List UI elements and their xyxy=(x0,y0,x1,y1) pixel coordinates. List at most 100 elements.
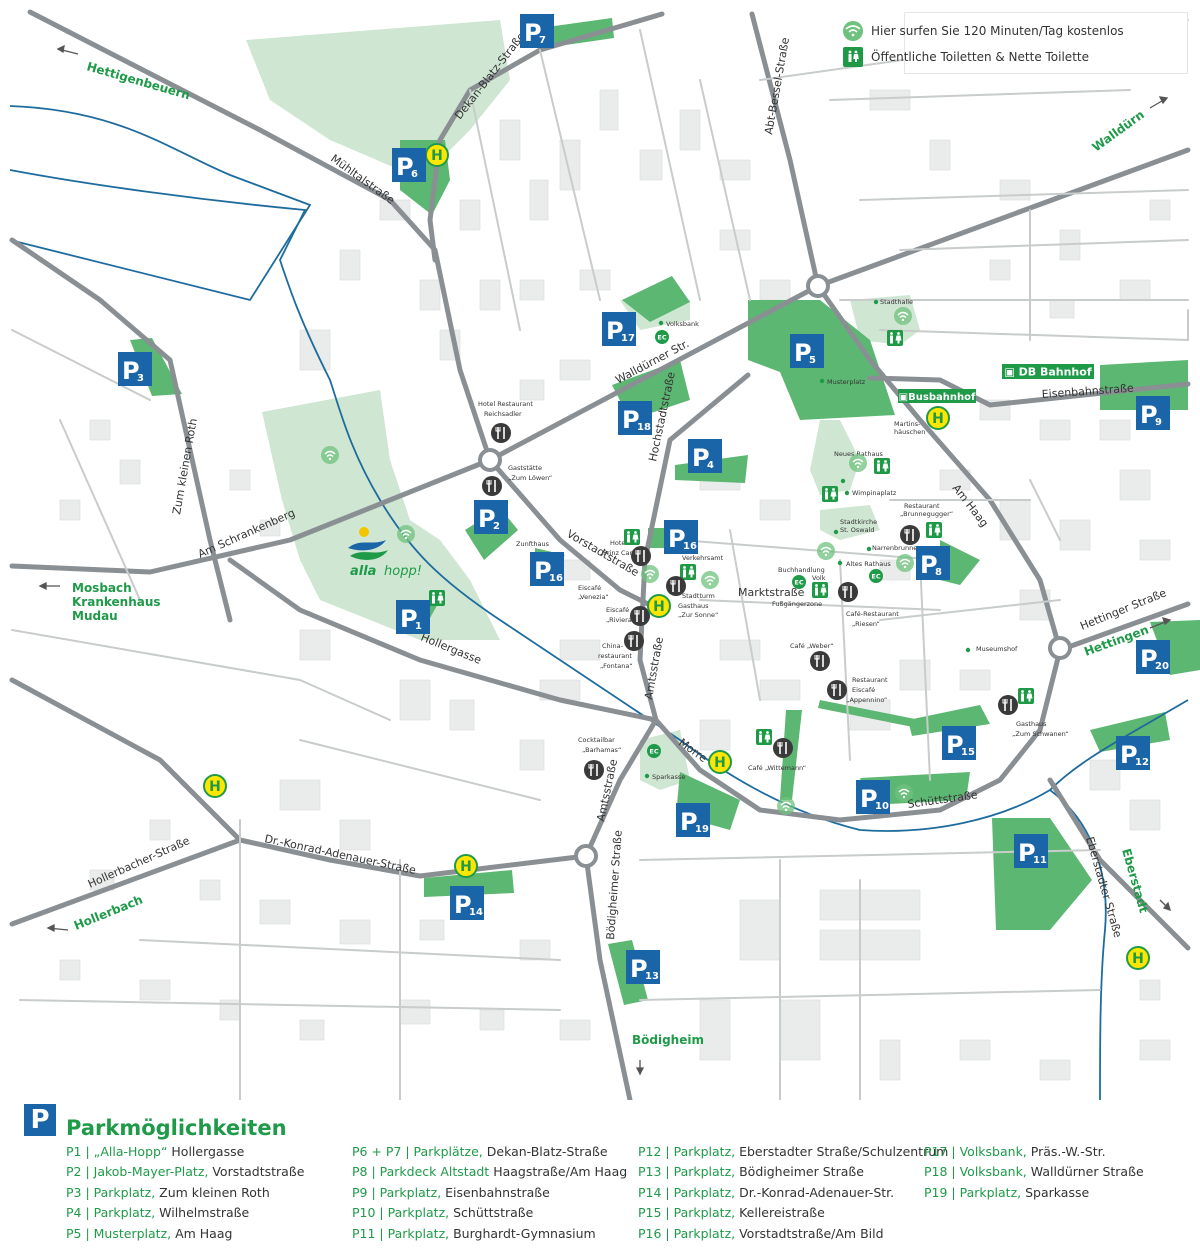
db-bahnhof-sign[interactable]: ▣ DB Bahnhof xyxy=(1002,364,1094,379)
busbahnhof-sign[interactable]: ▣Busbahnhof xyxy=(898,389,976,403)
parking-legend-entry-name: P18 | Volksbank, xyxy=(924,1164,1027,1180)
direction-label-mosbach: Mosbach xyxy=(72,581,132,595)
wifi-icon xyxy=(817,542,835,560)
place-label-stadtturm: Stadtturm xyxy=(682,592,715,600)
ec-icon: EC xyxy=(655,330,669,344)
svg-text:P: P xyxy=(122,357,140,385)
parking-legend-entry-location: Wilhelmstraße xyxy=(155,1205,250,1221)
svg-text:P: P xyxy=(668,525,686,553)
place-label-venezia: Eiscafé xyxy=(578,584,601,592)
parking-legend-entry: P2 | Jakob-Mayer-Platz, Vorstadtstraße xyxy=(66,1162,304,1182)
place-label-volksbank: Volksbank xyxy=(666,320,699,328)
place-label-loewen2: „Zum Löwen“ xyxy=(508,474,552,482)
parking-badge-p11[interactable]: P11 xyxy=(1014,834,1048,868)
svg-text:P: P xyxy=(920,551,938,579)
restaurant-icon xyxy=(624,631,644,651)
city-map[interactable]: Dekan-Blatz-StraßeMühltalstraßeAbt-Besse… xyxy=(0,0,1200,1100)
parking-badge-p18[interactable]: P18 xyxy=(618,401,652,435)
parking-legend-entry: P14 | Parkplatz, Dr.-Konrad-Adenauer-Str… xyxy=(638,1183,948,1203)
bus-stop-icon[interactable]: H xyxy=(1126,946,1150,970)
bus-stop-icon[interactable]: H xyxy=(425,143,449,167)
parking-badge-p1[interactable]: P1 xyxy=(396,600,430,634)
parking-legend-entry-name: P9 | Parkplatz, xyxy=(352,1184,442,1200)
bus-stop-icon[interactable]: H xyxy=(647,594,671,618)
parking-legend-entry-name: P14 | Parkplatz, xyxy=(638,1184,736,1200)
parking-legend-entry: P13 | Parkplatz, Bödigheimer Straße xyxy=(638,1162,948,1182)
parking-badge-p7[interactable]: P7 xyxy=(520,14,554,48)
parking-badge-p6[interactable]: P6 xyxy=(392,148,426,182)
parking-badge-p8[interactable]: P8 xyxy=(916,546,950,580)
svg-text:alla: alla xyxy=(350,564,376,579)
place-label-fontana2: restaurant xyxy=(598,652,632,660)
wifi-icon xyxy=(397,525,415,543)
parking-icon: P xyxy=(24,1104,56,1136)
wifi-icon xyxy=(701,571,719,589)
place-label-fontana: China- xyxy=(602,642,624,650)
svg-text:3: 3 xyxy=(137,373,144,384)
parking-legend-entry-location: Dr.-Konrad-Adenauer-Str. xyxy=(735,1184,895,1200)
parking-legend-entry-location: Präs.-W.-Str. xyxy=(1026,1144,1106,1159)
restaurant-icon xyxy=(900,525,920,545)
svg-text:EC: EC xyxy=(871,573,880,581)
toilet-icon xyxy=(843,47,863,67)
bus-stop-icon[interactable]: H xyxy=(708,750,732,774)
place-label-schwanen2: „Zum Schwanen“ xyxy=(1012,730,1069,738)
restaurant-icon xyxy=(773,738,793,758)
svg-text:11: 11 xyxy=(1033,855,1047,866)
bus-stop-icon[interactable]: H xyxy=(203,774,227,798)
bus-stop-icon[interactable]: H xyxy=(926,406,950,430)
restaurant-icon xyxy=(810,651,830,671)
svg-text:P: P xyxy=(622,406,640,434)
legend-wifi-text: Hier surfen Sie 120 Minuten/Tag kostenlo… xyxy=(871,24,1124,38)
parking-legend-col-4: P17 | Volksbank, Präs.-W.-Str.P18 | Volk… xyxy=(924,1142,1144,1203)
toilet-icon xyxy=(624,529,640,545)
parking-badge-p20[interactable]: P20 xyxy=(1136,640,1170,674)
parking-legend-entry: P19 | Parkplatz, Sparkasse xyxy=(924,1183,1144,1203)
parking-badge-p5[interactable]: P5 xyxy=(790,334,824,368)
bus-stops: H H H H H H H xyxy=(203,143,1150,970)
parking-legend-entry-name: P19 | Parkplatz, xyxy=(924,1184,1022,1200)
place-label-neues: Neues Rathaus xyxy=(834,450,884,458)
parking-badge-p12[interactable]: P12 xyxy=(1116,736,1150,770)
restaurant-icon xyxy=(630,606,650,626)
svg-text:16: 16 xyxy=(549,573,563,584)
parking-legend-entry-location: Walldürner Straße xyxy=(1026,1164,1144,1180)
parking-badge-p17[interactable]: P17 xyxy=(602,312,636,346)
svg-text:H: H xyxy=(431,148,443,164)
svg-text:7: 7 xyxy=(539,35,546,46)
parking-badge-p14[interactable]: P14 xyxy=(450,886,484,920)
wifi-icon xyxy=(321,446,339,464)
parking-badge-p16b[interactable]: P16 xyxy=(530,552,564,586)
svg-text:15: 15 xyxy=(961,747,975,758)
parking-badges: P1P2P3P4P5P6P7P8P9P10P11P12P13P14P15P16P… xyxy=(118,14,1170,984)
parking-legend-entry-location: Zum kleinen Roth xyxy=(155,1184,270,1200)
place-label-volk: Volk xyxy=(812,574,826,582)
parking-badge-p3[interactable]: P3 xyxy=(118,352,152,386)
parking-badge-p13[interactable]: P13 xyxy=(626,950,660,984)
parking-legend-entry-location: Haagstraße/Am Haag xyxy=(489,1164,628,1180)
svg-text:2: 2 xyxy=(493,521,500,532)
parking-badge-p2[interactable]: P2 xyxy=(474,500,508,534)
alla-hopp-logo: alla hopp! xyxy=(348,527,422,579)
legend-toilet-row: Öffentliche Toiletten & Nette Toilette xyxy=(843,47,1089,67)
parking-badge-p15[interactable]: P15 xyxy=(942,726,976,760)
parking-badge-p4[interactable]: P4 xyxy=(688,439,722,473)
svg-text:1: 1 xyxy=(415,621,422,632)
place-label-barhamas2: „Barhamas“ xyxy=(582,746,621,754)
place-label-riviera: Eiscafé xyxy=(606,606,629,614)
parking-badge-p16a[interactable]: P16 xyxy=(664,520,698,554)
restaurant-icons xyxy=(482,423,1018,780)
svg-text:P: P xyxy=(692,444,710,472)
place-label-zunft: Zunfthaus xyxy=(516,540,550,548)
svg-text:P: P xyxy=(946,731,964,759)
roads xyxy=(9,9,1191,1100)
svg-text:P: P xyxy=(794,339,812,367)
parking-badge-p19[interactable]: P19 xyxy=(676,803,710,837)
toilet-icon xyxy=(822,486,838,502)
parking-legend-entry: P15 | Parkplatz, Kellereistraße xyxy=(638,1203,948,1223)
parking-badge-p9[interactable]: P9 xyxy=(1136,396,1170,430)
place-label-wimpina: Wimpinaplatz xyxy=(852,489,897,497)
bus-stop-icon[interactable]: H xyxy=(454,854,478,878)
parking-badge-p10[interactable]: P10 xyxy=(856,780,890,814)
svg-text:EC: EC xyxy=(657,334,666,342)
